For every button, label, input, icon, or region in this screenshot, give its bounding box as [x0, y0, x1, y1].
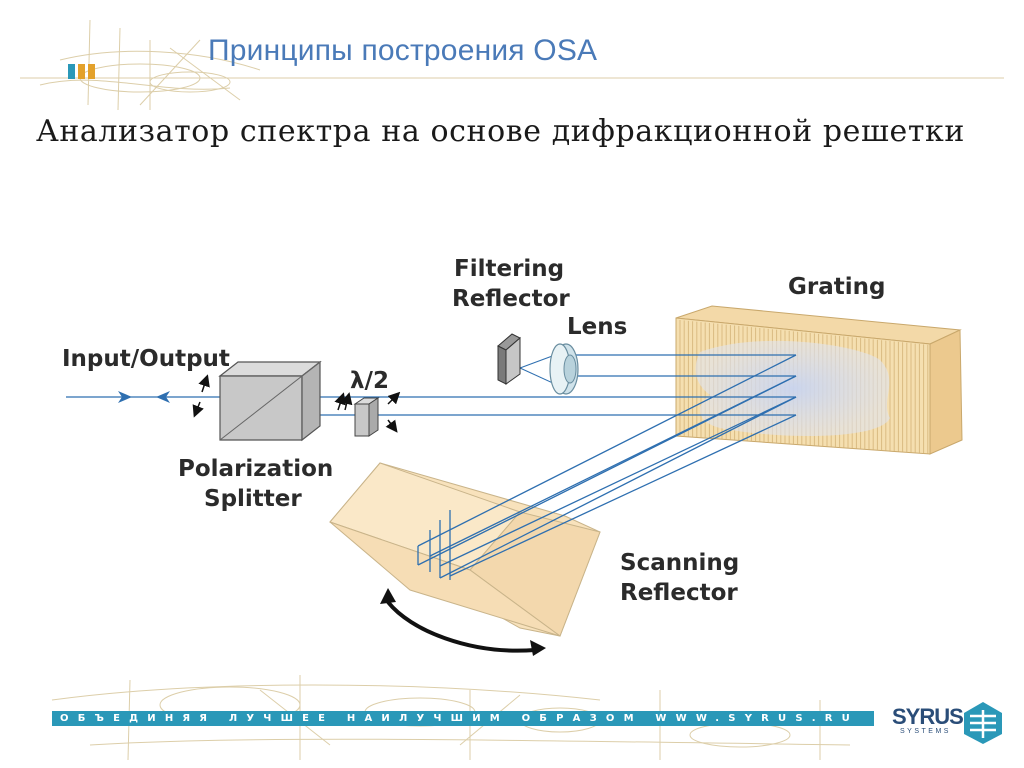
syrus-logo-icon: SYRUS SYSTEMS [892, 700, 1007, 744]
label-filtering-2: Reflector [452, 286, 570, 312]
grating [675, 305, 963, 455]
header-bars-icon [68, 64, 95, 79]
slide-subtitle: Анализатор спектра на основе дифракционн… [36, 114, 966, 149]
slide-title: Принципы построения OSA [208, 34, 598, 67]
optical-beams [66, 354, 797, 580]
label-scanning-1: Scanning [620, 550, 739, 576]
footer-tagline: ОБЪЕДИНЯЯ ЛУЧШЕЕ НАИЛУЧШИМ ОБРАЗОМ WWW.S… [60, 713, 859, 724]
label-polarization-2: Splitter [204, 486, 302, 512]
syrus-emblem-icon [964, 702, 1002, 744]
half-wave-plate [353, 397, 380, 437]
logo-sub: SYSTEMS [900, 728, 951, 735]
logo-word: SYRUS [892, 704, 964, 729]
polarization-splitter [218, 360, 322, 442]
rotation-arrow [380, 588, 546, 656]
label-lens: Lens [567, 314, 627, 340]
footer-bar [52, 711, 874, 726]
filtering-reflector [497, 333, 521, 385]
lens [549, 343, 579, 395]
scanning-reflector [329, 462, 601, 637]
label-lambda-half: λ/2 [350, 368, 389, 394]
label-scanning-2: Reflector [620, 580, 738, 606]
label-filtering-1: Filtering [454, 256, 564, 282]
label-grating: Grating [788, 274, 885, 300]
label-polarization-1: Polarization [178, 456, 333, 482]
input-output-arrows [118, 391, 170, 403]
label-input-output: Input/Output [62, 346, 230, 372]
